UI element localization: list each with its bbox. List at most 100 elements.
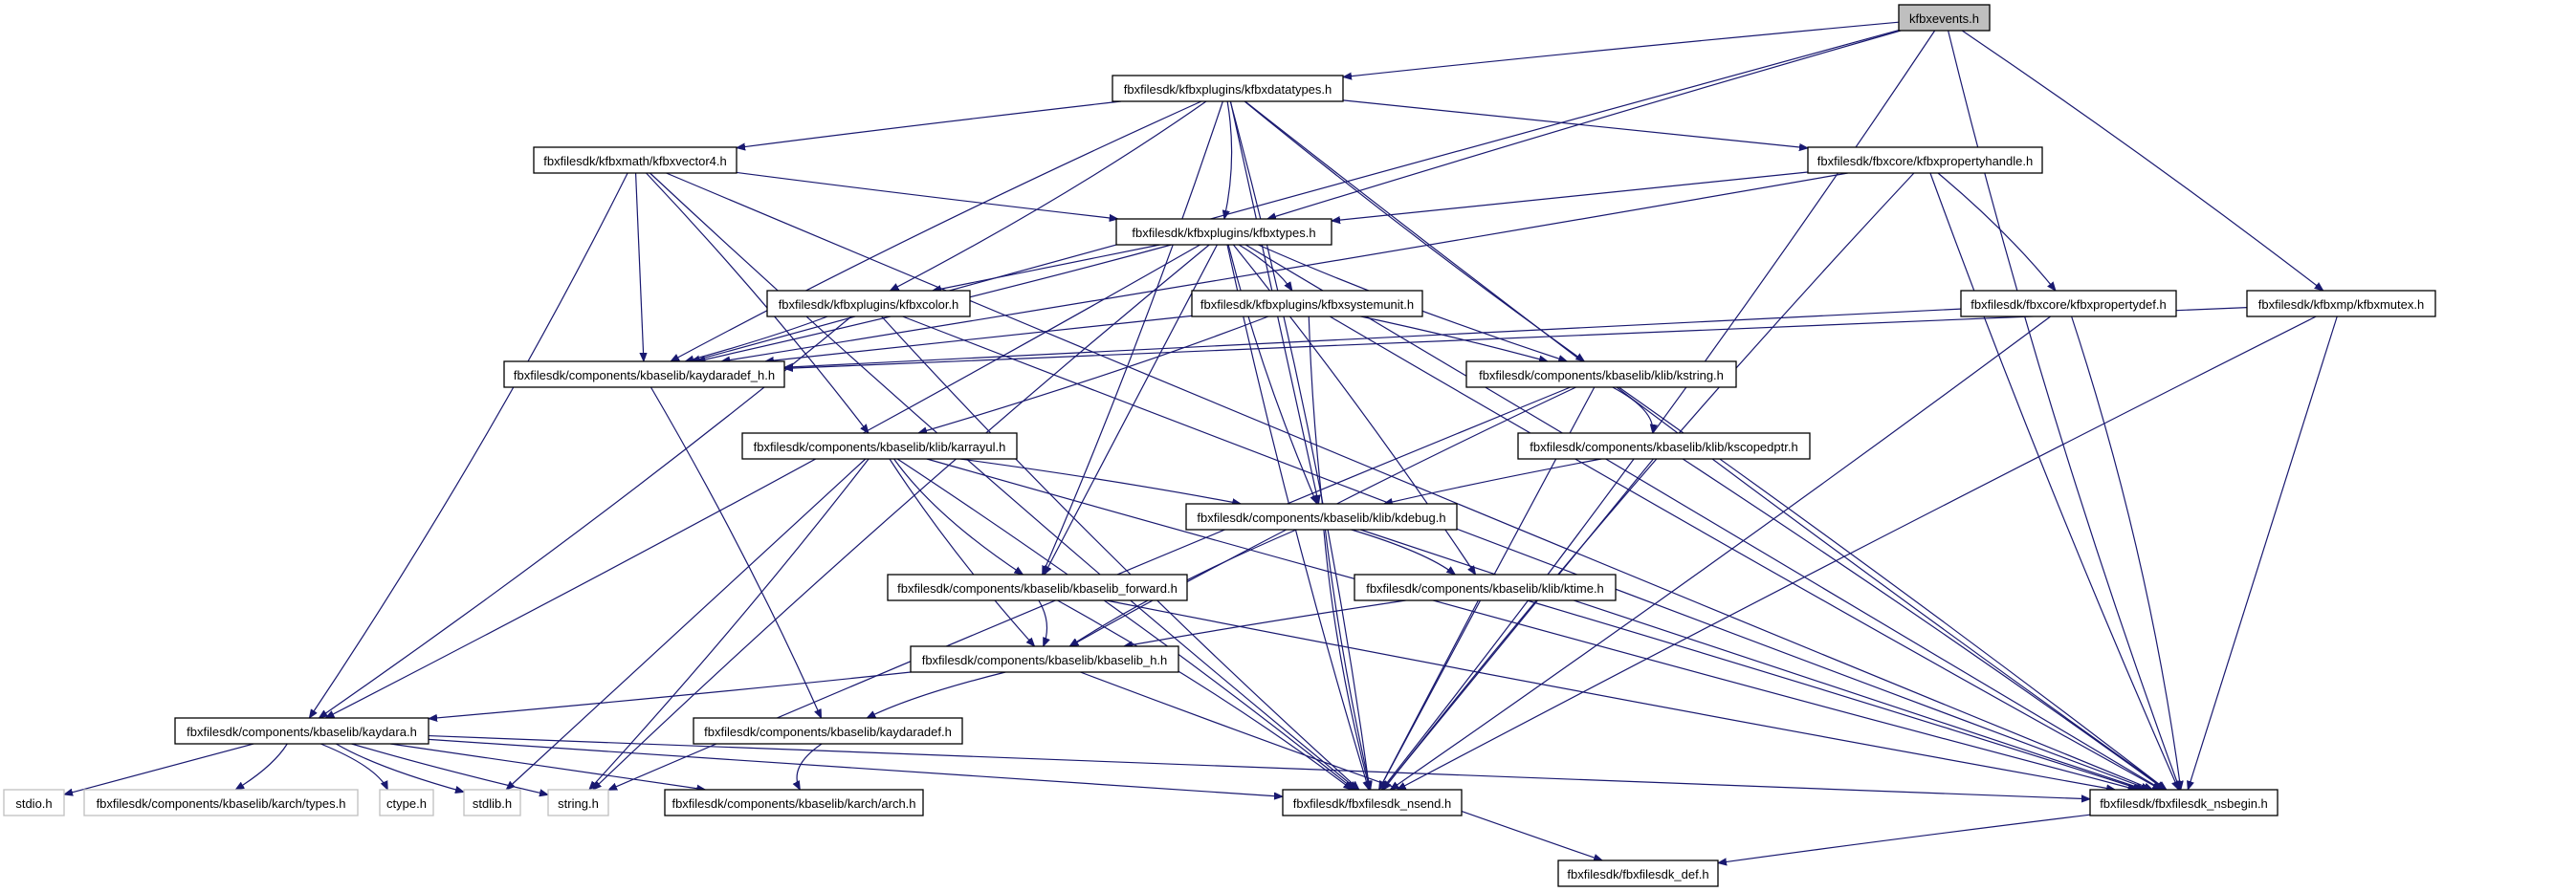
node-label: fbxfilesdk/components/kbaselib/kaydarade… xyxy=(514,368,775,382)
node-box[interactable] xyxy=(1354,574,1617,601)
node-box[interactable] xyxy=(1282,789,1463,816)
node-box[interactable] xyxy=(463,789,521,816)
node-systemunit[interactable]: fbxfilesdk/kfbxplugins/kfbxsystemunit.h xyxy=(1191,290,1423,317)
node-label: fbxfilesdk/fbxcore/kfbxpropertydef.h xyxy=(1971,297,2167,312)
node-box[interactable] xyxy=(1960,290,2177,317)
edge-datatypes-to-color xyxy=(891,100,1207,291)
node-string[interactable]: string.h xyxy=(547,789,609,816)
node-box[interactable] xyxy=(1517,432,1811,460)
node-kbaselib_forward[interactable]: fbxfilesdk/components/kbaselib/kbaselib_… xyxy=(887,574,1188,601)
edge-types-to-kaydara xyxy=(325,244,1200,718)
node-mutex[interactable]: fbxfilesdk/kfbxmp/kfbxmutex.h xyxy=(2246,290,2436,317)
node-kstring[interactable]: fbxfilesdk/components/kbaselib/klib/kstr… xyxy=(1465,360,1737,388)
node-box[interactable] xyxy=(533,146,738,174)
edge-karrayul-to-nsbegin xyxy=(926,458,2137,790)
node-karrayul[interactable]: fbxfilesdk/components/kbaselib/klib/karr… xyxy=(741,432,1018,460)
node-kaydaradef_h[interactable]: fbxfilesdk/components/kbaselib/kaydarade… xyxy=(503,360,785,388)
node-color[interactable]: fbxfilesdk/kfbxplugins/kfbxcolor.h xyxy=(766,290,971,317)
node-box[interactable] xyxy=(3,789,65,816)
edge-types-to-color xyxy=(933,244,1160,291)
node-box[interactable] xyxy=(1898,4,1991,32)
node-box[interactable] xyxy=(379,789,434,816)
node-box[interactable] xyxy=(1807,146,2043,174)
edge-kbaselib_h-to-kaydaradef xyxy=(867,671,1006,719)
node-box[interactable] xyxy=(664,789,924,816)
edge-events-to-nsend xyxy=(1381,30,1936,790)
node-box[interactable] xyxy=(693,717,963,745)
edge-kdebug-to-ktime xyxy=(1351,529,1456,575)
node-def[interactable]: fbxfilesdk/fbxfilesdk_def.h xyxy=(1557,859,1719,887)
edge-ktime-to-kbaselib_h xyxy=(1124,599,1406,646)
node-label: fbxfilesdk/components/kbaselib/kaydara.h xyxy=(187,725,417,739)
edge-kscopedptr-to-nsend xyxy=(1383,458,1654,790)
edge-kaydara-to-nsbegin xyxy=(428,734,2090,799)
node-label: fbxfilesdk/kfbxplugins/kfbxtypes.h xyxy=(1132,226,1315,240)
node-box[interactable] xyxy=(1115,218,1332,246)
edge-karrayul-to-stdlib xyxy=(506,458,867,790)
node-label: fbxfilesdk/kfbxmp/kfbxmutex.h xyxy=(2258,297,2424,312)
edge-types-to-string xyxy=(593,244,1210,790)
node-label: fbxfilesdk/kfbxplugins/kfbxcolor.h xyxy=(779,297,959,312)
edge-color-to-nsend xyxy=(881,315,1359,790)
edge-karrayul-to-string xyxy=(589,458,870,790)
node-box[interactable] xyxy=(910,645,1179,673)
node-box[interactable] xyxy=(83,789,359,816)
edge-propertyhandle-to-nsend xyxy=(1383,172,1915,790)
node-box[interactable] xyxy=(1112,75,1344,102)
node-propertyhandle[interactable]: fbxfilesdk/fbxcore/kfbxpropertyhandle.h xyxy=(1807,146,2043,174)
node-box[interactable] xyxy=(2089,789,2279,816)
node-box[interactable] xyxy=(1557,859,1719,887)
node-box[interactable] xyxy=(1185,503,1458,531)
node-kaydara[interactable]: fbxfilesdk/components/kbaselib/kaydara.h xyxy=(174,717,429,745)
edge-karrayul-to-nsend xyxy=(896,458,1354,790)
node-label: stdlib.h xyxy=(473,796,512,811)
node-vector4[interactable]: fbxfilesdk/kfbxmath/kfbxvector4.h xyxy=(533,146,738,174)
node-ktime[interactable]: fbxfilesdk/components/kbaselib/klib/ktim… xyxy=(1354,574,1617,601)
node-label: ctype.h xyxy=(386,796,427,811)
node-datatypes[interactable]: fbxfilesdk/kfbxplugins/kfbxdatatypes.h xyxy=(1112,75,1344,102)
edge-datatypes-to-kaydaradef_h xyxy=(671,100,1202,361)
node-ctype[interactable]: ctype.h xyxy=(379,789,434,816)
node-box[interactable] xyxy=(741,432,1018,460)
node-box[interactable] xyxy=(887,574,1188,601)
edge-vector4-to-types xyxy=(736,171,1118,219)
edge-propertydef-to-nsbegin xyxy=(2071,315,2181,790)
edge-color-to-kaydaradef_h xyxy=(685,315,828,361)
edge-types-to-nsbegin xyxy=(1244,244,2162,790)
node-label: fbxfilesdk/components/kbaselib/karch/typ… xyxy=(97,796,346,811)
node-box[interactable] xyxy=(1191,290,1423,317)
node-box[interactable] xyxy=(2246,290,2436,317)
node-stdlib[interactable]: stdlib.h xyxy=(463,789,521,816)
node-box[interactable] xyxy=(766,290,971,317)
edge-vector4-to-kaydaradef_h xyxy=(634,172,644,361)
node-label: fbxfilesdk/fbxfilesdk_nsend.h xyxy=(1293,796,1451,811)
node-kdebug[interactable]: fbxfilesdk/components/kbaselib/klib/kdeb… xyxy=(1185,503,1458,531)
edge-propertyhandle-to-propertydef xyxy=(1937,172,2056,291)
node-kaydaradef[interactable]: fbxfilesdk/components/kbaselib/kaydarade… xyxy=(693,717,963,745)
edge-systemunit-to-nsend xyxy=(1308,315,1370,790)
node-nsbegin[interactable]: fbxfilesdk/fbxfilesdk_nsbegin.h xyxy=(2089,789,2279,816)
node-label: fbxfilesdk/components/kbaselib/klib/kstr… xyxy=(1479,368,1724,382)
edge-kaydara-to-nsend xyxy=(428,738,1283,796)
edge-kbaselib_forward-to-kbaselib_h xyxy=(1038,599,1047,646)
node-kbaselib_h[interactable]: fbxfilesdk/components/kbaselib/kbaselib_… xyxy=(910,645,1179,673)
node-stdio[interactable]: stdio.h xyxy=(3,789,65,816)
node-karch_types[interactable]: fbxfilesdk/components/kbaselib/karch/typ… xyxy=(83,789,359,816)
node-box[interactable] xyxy=(547,789,609,816)
edge-kbaselib_h-to-kaydara xyxy=(429,671,912,719)
node-propertydef[interactable]: fbxfilesdk/fbxcore/kfbxpropertydef.h xyxy=(1960,290,2177,317)
edge-types-to-kbaselib_forward xyxy=(1045,244,1218,575)
edge-karrayul-to-kbaselib_forward xyxy=(893,458,1024,575)
node-box[interactable] xyxy=(1465,360,1737,388)
edge-kaydaradef-to-arch xyxy=(797,743,823,790)
node-nsend[interactable]: fbxfilesdk/fbxfilesdk_nsend.h xyxy=(1282,789,1463,816)
node-box[interactable] xyxy=(174,717,429,745)
edge-kscopedptr-to-nsbegin xyxy=(1682,458,2165,790)
edge-kscopedptr-to-kdebug xyxy=(1384,458,1602,504)
node-arch[interactable]: fbxfilesdk/components/kbaselib/karch/arc… xyxy=(664,789,924,816)
node-box[interactable] xyxy=(503,360,785,388)
node-kscopedptr[interactable]: fbxfilesdk/components/kbaselib/klib/ksco… xyxy=(1517,432,1811,460)
node-types[interactable]: fbxfilesdk/kfbxplugins/kfbxtypes.h xyxy=(1115,218,1332,246)
node-events[interactable]: kfbxevents.h xyxy=(1898,4,1991,32)
edge-karrayul-to-kdebug xyxy=(959,458,1241,504)
